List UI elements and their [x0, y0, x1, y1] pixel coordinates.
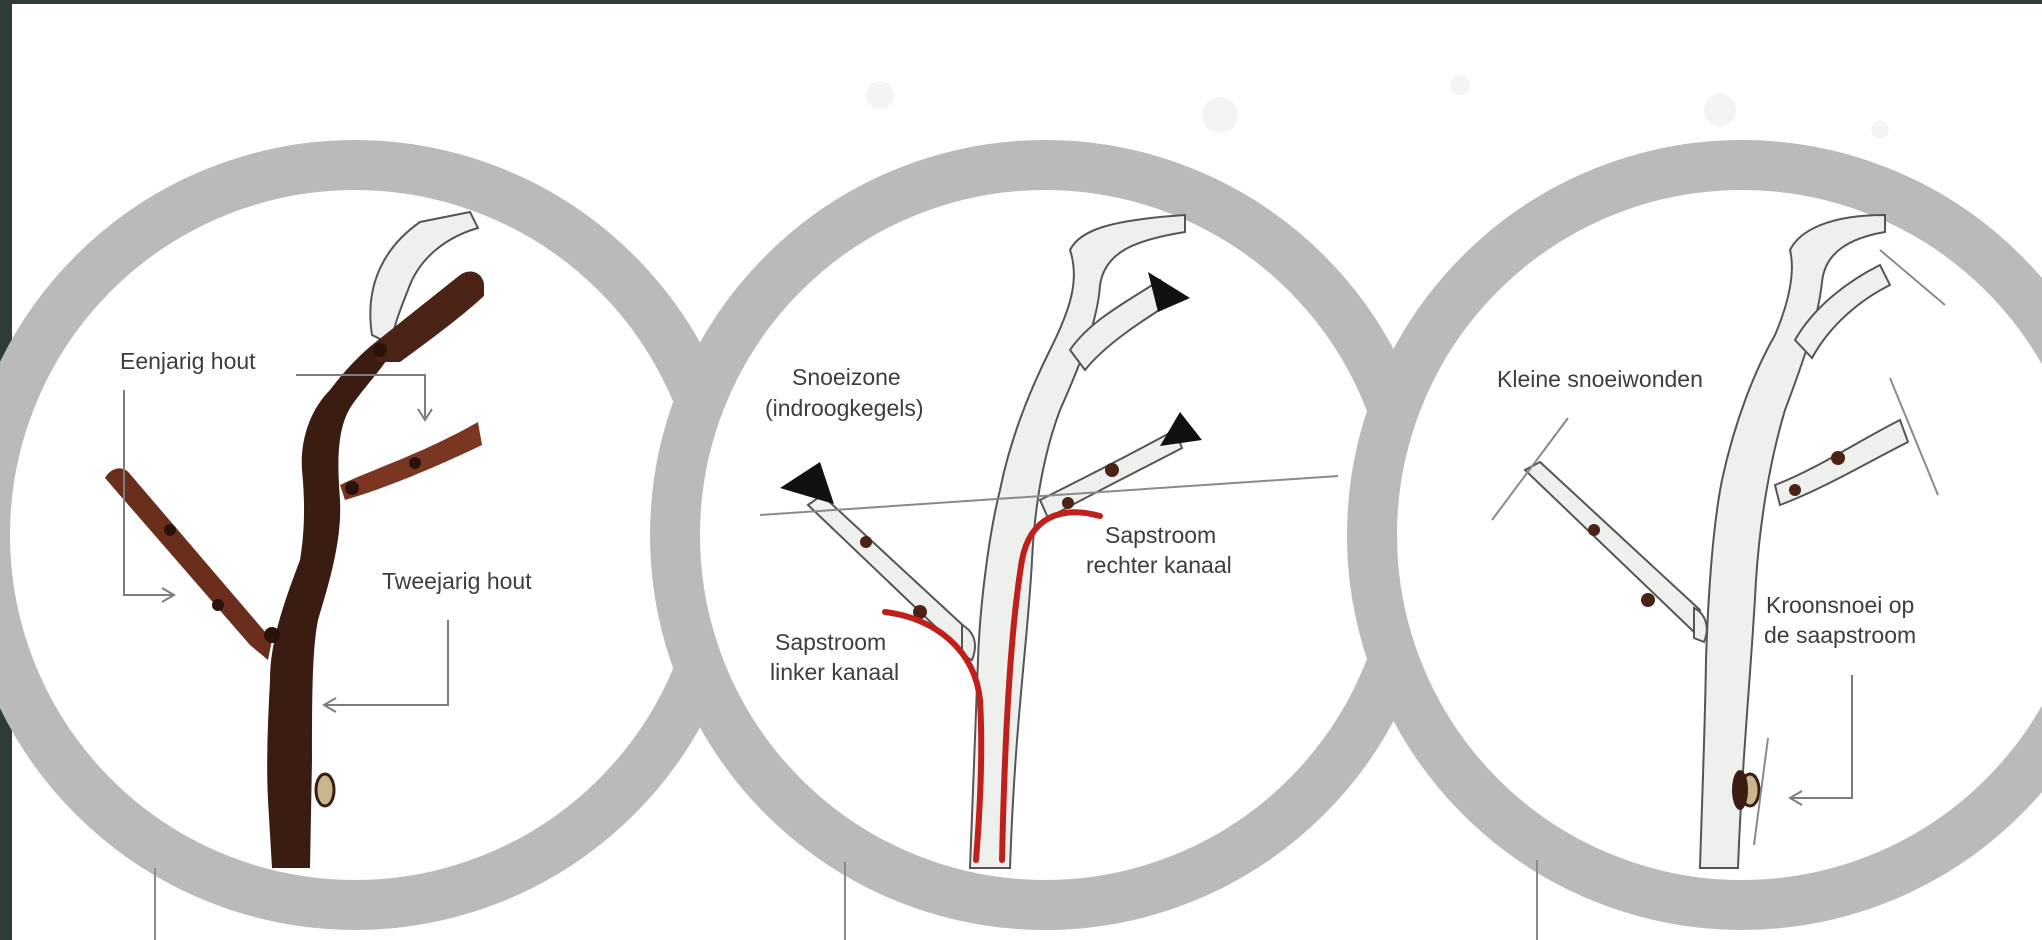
label-snoeizone-line2: (indroogkegels): [765, 395, 924, 421]
label-eenjarig-hout: Eenjarig hout: [120, 348, 256, 374]
label-tweejarig-hout: Tweejarig hout: [382, 568, 532, 594]
label-snoeizone-line1: Snoeizone: [792, 364, 901, 390]
label-kroonsnoei-line2: de saapstroom: [1764, 622, 1916, 648]
cut-stub: [316, 774, 334, 806]
label-sapstroom-links-line2: linker kanaal: [770, 659, 899, 685]
label-kroonsnoei-line1: Kroonsnoei op: [1766, 592, 1914, 618]
label-sapstroom-rechts-line1: Sapstroom: [1105, 522, 1216, 548]
cut-stub-collar: [1732, 770, 1748, 810]
label-sapstroom-rechts-line2: rechter kanaal: [1086, 552, 1232, 578]
ring-panel-2: [675, 165, 1415, 905]
ring-panel-1: [0, 165, 725, 905]
label-sapstroom-links-line1: Sapstroom: [775, 629, 886, 655]
label-kleine-snoeiwonden: Kleine snoeiwonden: [1497, 366, 1703, 392]
